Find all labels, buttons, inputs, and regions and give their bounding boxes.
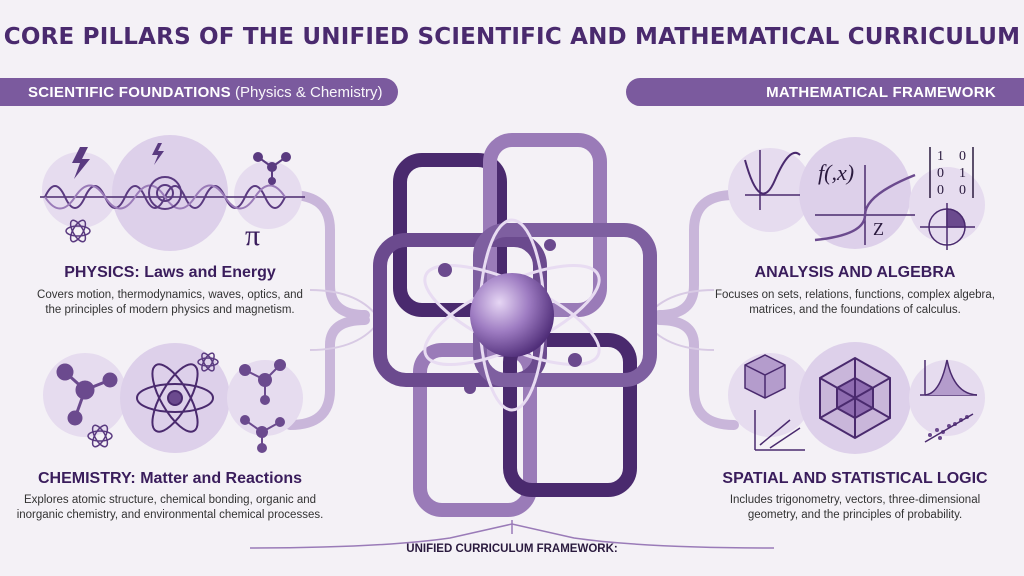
scientific-foundations-banner: SCIENTIFIC FOUNDATIONS (Physics & Chemis… bbox=[0, 78, 398, 106]
trig-circle-icon bbox=[920, 203, 975, 250]
banner-sublabel: (Physics & Chemistry) bbox=[234, 83, 383, 101]
vector-grid-icon bbox=[754, 410, 805, 451]
svg-text:1: 1 bbox=[937, 149, 944, 164]
z-symbol: Z bbox=[873, 219, 884, 239]
banner-label: SCIENTIFIC FOUNDATIONS bbox=[28, 83, 231, 101]
bell-curve-icon bbox=[920, 359, 978, 396]
physics-title: PHYSICS: Laws and Energy bbox=[64, 264, 276, 281]
page-title: CORE PILLARS OF THE UNIFIED SCIENTIFIC A… bbox=[3, 24, 1021, 50]
spatial-title: SPATIAL AND STATISTICAL LOGIC bbox=[722, 470, 988, 487]
svg-text:0: 0 bbox=[959, 183, 966, 198]
mathematical-framework-banner: MATHEMATICAL FRAMEWORK bbox=[626, 78, 1024, 106]
physics-illustration: π bbox=[40, 135, 305, 252]
description-line: Focuses on sets, relations, functions, c… bbox=[715, 289, 995, 301]
central-knot-diagram bbox=[285, 133, 739, 517]
atom-icon bbox=[65, 219, 91, 243]
svg-text:1: 1 bbox=[959, 166, 966, 181]
description-line: geometry, and the principles of probabil… bbox=[747, 509, 963, 521]
hexagon-icon bbox=[819, 356, 891, 440]
spatial-description: Includes trigonometry, vectors, three-di… bbox=[695, 493, 1015, 523]
connector-lines bbox=[285, 190, 739, 430]
footer-label: UNIFIED CURRICULUM FRAMEWORK: bbox=[406, 543, 618, 555]
atom-icon bbox=[136, 363, 214, 433]
svg-text:0: 0 bbox=[937, 183, 944, 198]
function-symbol: f(,x) bbox=[818, 160, 854, 185]
svg-text:0: 0 bbox=[959, 149, 966, 164]
lightning-icon bbox=[72, 147, 90, 179]
description-line: Covers motion, thermodynamics, waves, op… bbox=[37, 289, 303, 301]
molecule-icon bbox=[253, 152, 291, 185]
pi-symbol: π bbox=[245, 219, 260, 252]
curve-graph-icon bbox=[814, 165, 916, 245]
banner-label: MATHEMATICAL FRAMEWORK bbox=[766, 83, 996, 101]
chemistry-description: Explores atomic structure, chemical bond… bbox=[0, 493, 340, 523]
description-line: matrices, and the foundations of calculu… bbox=[749, 304, 961, 316]
molecule-icon bbox=[56, 363, 118, 426]
graph-icon bbox=[744, 150, 801, 210]
chemistry-illustration bbox=[43, 343, 303, 453]
description-line: Includes trigonometry, vectors, three-di… bbox=[729, 494, 981, 506]
analysis-title: ANALYSIS AND ALGEBRA bbox=[754, 264, 956, 281]
cube-icon bbox=[744, 354, 786, 399]
atom-icon bbox=[87, 352, 219, 448]
central-atom-icon bbox=[423, 218, 601, 412]
description-line: Explores atomic structure, chemical bond… bbox=[23, 494, 317, 506]
molecule-icon bbox=[239, 359, 286, 453]
description-line: inorganic chemistry, and environmental c… bbox=[16, 509, 324, 521]
svg-text:0: 0 bbox=[937, 166, 944, 181]
chemistry-title: CHEMISTRY: Matter and Reactions bbox=[37, 470, 303, 487]
lightning-icon bbox=[152, 143, 164, 165]
description-line: the principles of modern physics and mag… bbox=[45, 304, 295, 316]
analysis-description: Focuses on sets, relations, functions, c… bbox=[695, 288, 1015, 318]
physics-description: Covers motion, thermodynamics, waves, op… bbox=[10, 288, 330, 318]
footer-line bbox=[250, 520, 774, 549]
spatial-illustration bbox=[728, 342, 985, 454]
